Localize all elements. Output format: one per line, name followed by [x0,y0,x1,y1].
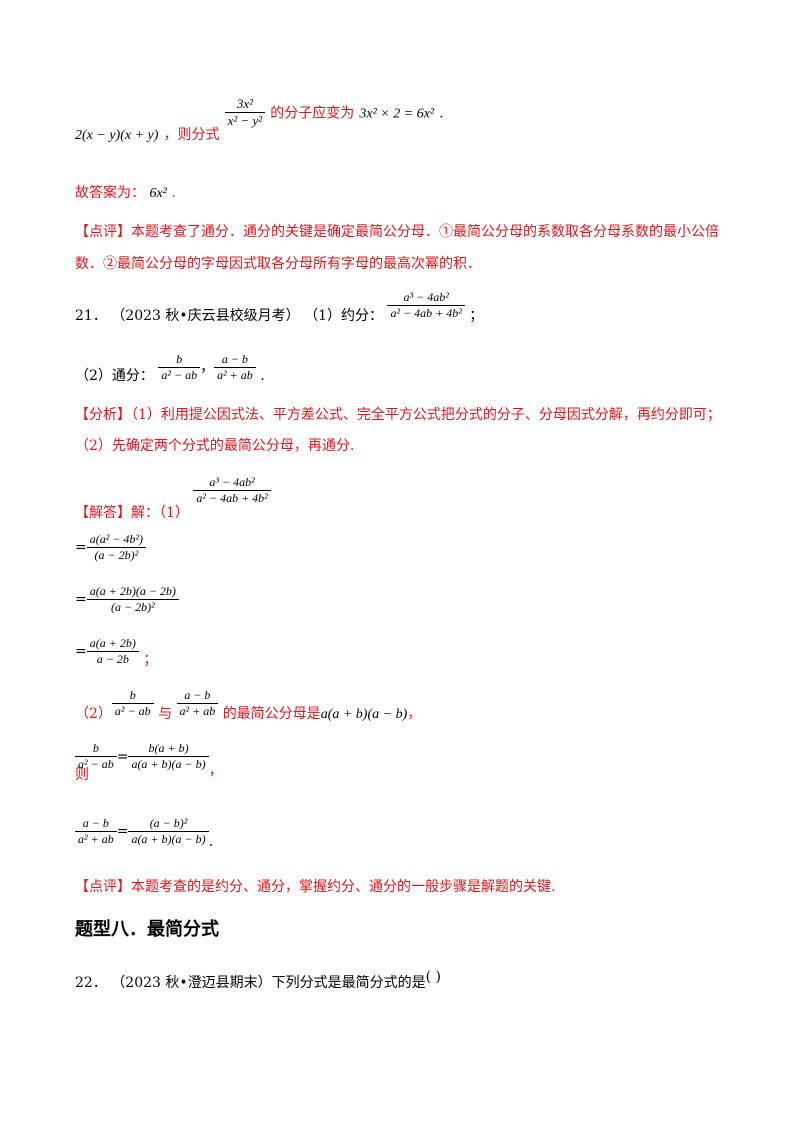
section-title: 题型八．最简分式 [75,919,219,940]
fraction-r1-left: b a² − ab [75,741,117,772]
fraction-sol-0: a³ − 4ab² a² − 4ab + 4b² [193,475,271,506]
question-21-part-2: （2）通分： b a² − ab ， a − b a² + ab . [75,352,265,384]
fraction-3x2: 3x² x² − y² [224,96,266,130]
solution-step-2: = a(a + 2b)(a − 2b) (a − 2b)² [75,584,179,615]
solution-line-1: 【解答】解：（1） a³ − 4ab² a² − 4ab + 4b² [75,475,271,521]
solution-part-2: （2） b a² − ab 与 a − b a² + ab 的最简公分母是a(a… [75,688,422,722]
line-1: 2(x − y)(x + y) ，则分式 3x² x² − y² 的分子应变为 … [75,96,444,144]
answer-value: 6x² [149,186,167,201]
fraction-sol-1: a(a² − 4b²) (a − 2b)² [86,532,147,563]
text: ，则分式 [163,127,220,144]
result-1: 则 b a² − ab = b(a + b) a(a + b)(a − b) ， [75,741,223,783]
fraction-q21-1: a³ − 4ab² a² − 4ab + 4b² [387,290,465,321]
question-21: 21． （2023 秋•庆云县校级月考） （1）约分： a³ − 4ab² a²… [75,290,484,324]
fraction-sol-2: a(a + 2b)(a − 2b) (a − 2b)² [86,584,179,615]
comment-tag: 【点评】 [75,879,131,895]
solution-step-1: = a(a² − 4b²) (a − 2b)² [75,532,147,563]
fraction-p2-1: b a² − ab [111,688,154,719]
text: 的分子应变为 [270,105,355,122]
answer-line: 故答案为： 6x² . [75,185,176,201]
analysis-line-2: （2）先确定两个分式的最简公分母，再通分. [75,438,355,454]
solution-tag: 【解答】 [75,504,131,521]
lcd: a(a + b)(a − b) [320,706,408,722]
analysis-tag: 【分析】 [75,407,131,423]
fraction-r1-right: b(a + b) a(a + b)(a − b) [128,741,209,772]
analysis-line-1: 【分析】（1）利用提公因式法、平方差公式、完全平方公式把分式的分子、分母因式分解… [75,407,721,423]
comment-1-line-2: 数．②最简公分母的字母因式取各分母所有字母的最高次幂的积． [75,256,481,272]
fraction-r2-right: (a − b)² a(a + b)(a − b) [128,816,209,847]
question-22: 22． （2023 秋•澄迈县期末）下列分式是最简分式的是( ) [75,969,441,991]
solution-step-3: = a(a + 2b) a − 2b ； [75,636,158,668]
comment-1-line-1: 【点评】本题考查了通分．通分的关键是确定最简公分母．①最简公分母的系数取各分母系… [75,224,719,240]
fraction-q21-2b: a − b a² + ab [214,352,256,383]
answer-blank: ( ) [425,969,441,985]
comment-tag: 【点评】 [75,224,131,240]
fraction-sol-3: a(a + 2b) a − 2b [86,636,139,667]
result-2: a − b a² + ab = (a − b)² a(a + b)(a − b)… [75,816,213,850]
fraction-p2-2: a − b a² + ab [176,688,219,719]
fraction-r2-left: a − b a² + ab [75,816,117,847]
expr-denominator: 2(x − y)(x + y) [75,128,159,144]
comment-2: 【点评】本题考查的是约分、通分，掌握约分、通分的一般步骤是解题的关键. [75,879,556,895]
expr-numerator: 3x² × 2 = 6x² [359,106,435,122]
fraction-q21-2a: b a² − ab [158,352,201,383]
